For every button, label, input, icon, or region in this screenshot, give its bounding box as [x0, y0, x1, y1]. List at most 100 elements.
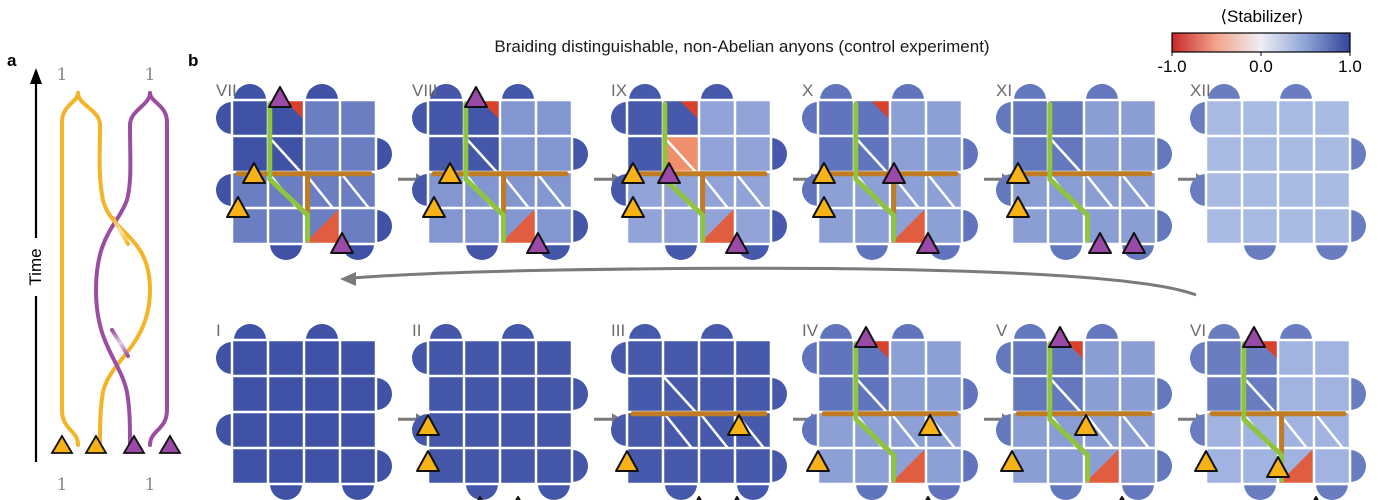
- purple-anyon-icon: [734, 496, 740, 500]
- plaquette: [1278, 100, 1314, 136]
- plaquette: [1048, 448, 1084, 484]
- green-string: [853, 101, 897, 243]
- purple-anyon-icon: [1313, 496, 1319, 500]
- boundary-stabilizer: [1350, 450, 1366, 482]
- boundary-stabilizer: [665, 484, 697, 500]
- boundary-stabilizer: [1316, 244, 1348, 260]
- plaquette: [536, 376, 572, 412]
- plaquette: [627, 340, 663, 376]
- plaquette: [1120, 340, 1156, 376]
- boundary-stabilizer: [572, 450, 588, 482]
- plaquette: [340, 340, 376, 376]
- boundary-stabilizer: [376, 378, 392, 410]
- boundary-stabilizer: [771, 450, 787, 482]
- boundary-stabilizer: [430, 84, 462, 100]
- boundary-stabilizer: [1190, 342, 1206, 374]
- plaquette: [340, 136, 376, 172]
- colorbar-label: ⟨Stabilizer⟩: [1220, 7, 1303, 26]
- boundary-stabilizer: [1244, 484, 1276, 500]
- time-arrowhead-icon: [30, 68, 42, 84]
- boundary-stabilizer: [1350, 378, 1366, 410]
- plaquette: [926, 136, 962, 172]
- plaquette: [1084, 376, 1120, 412]
- plaquette: [268, 448, 304, 484]
- plaquette: [854, 448, 890, 484]
- plaquette: [500, 448, 536, 484]
- plaquette: [536, 136, 572, 172]
- plaquette: [304, 376, 340, 412]
- boundary-stabilizer: [1190, 174, 1206, 206]
- plaquette: [464, 208, 500, 244]
- figure-title: Braiding distinguishable, non-Abelian an…: [494, 37, 989, 56]
- bottom-label-left: 1: [57, 475, 68, 495]
- plaquette: [232, 412, 268, 448]
- plaquette: [1314, 448, 1350, 484]
- yellow-anyon-icon: [242, 162, 266, 184]
- time-label: Time: [26, 248, 45, 285]
- plaquette: [1242, 172, 1278, 208]
- plaquette: [340, 412, 376, 448]
- plaquette: [1084, 136, 1120, 172]
- yellow-anyon-icon: [416, 450, 440, 472]
- boundary-stabilizer: [962, 450, 978, 482]
- boundary-stabilizer: [892, 84, 924, 100]
- frame-label: VII: [216, 81, 237, 100]
- yellow-anyon-icon: [1194, 450, 1218, 472]
- arrowhead-icon: [340, 272, 356, 286]
- yellow-anyon-icon: [438, 162, 462, 184]
- boundary-stabilizer: [1280, 324, 1312, 340]
- boundary-stabilizer: [996, 342, 1012, 374]
- plaquette: [428, 136, 464, 172]
- lattice-frame: X: [802, 81, 1012, 260]
- boundary-stabilizer: [701, 84, 733, 100]
- panel-b-letter: b: [188, 51, 198, 70]
- purple-worldline-right: [148, 91, 169, 447]
- frame-label: VIII: [412, 81, 438, 100]
- green-string: [267, 101, 311, 243]
- plaquette: [1278, 136, 1314, 172]
- purple-anyon-icon: [925, 496, 931, 500]
- plaquette: [1242, 136, 1278, 172]
- plaquette: [340, 100, 376, 136]
- boundary-stabilizer: [771, 138, 787, 170]
- yellow-anyon-icon: [226, 196, 250, 218]
- plaquette: [1206, 376, 1242, 412]
- purple-anyon-icon: [122, 434, 146, 454]
- boundary-stabilizer: [430, 324, 462, 340]
- purple-anyon-icon: [1088, 232, 1112, 254]
- plaquette: [268, 412, 304, 448]
- boundary-stabilizer: [466, 244, 498, 260]
- lattice-frame: IX: [611, 81, 821, 260]
- boundary-stabilizer: [1050, 244, 1082, 260]
- plaquette: [304, 448, 340, 484]
- plaquette: [818, 376, 854, 412]
- colorbar-gradient: [1171, 32, 1351, 53]
- yellow-anyon-icon: [416, 414, 440, 436]
- yellow-anyon-icon: [50, 434, 74, 454]
- yellow-anyon-icon: [621, 162, 645, 184]
- purple-anyon-icon: [158, 434, 182, 454]
- boundary-stabilizer: [1050, 484, 1082, 500]
- boundary-stabilizer: [928, 484, 960, 500]
- boundary-stabilizer: [1190, 414, 1206, 446]
- plaquette: [699, 448, 735, 484]
- yellow-anyon-icon: [84, 434, 108, 454]
- plaquette: [1314, 376, 1350, 412]
- plaquette: [232, 340, 268, 376]
- lattice-frame: VI: [1190, 321, 1366, 500]
- frame-label: IV: [802, 321, 819, 340]
- boundary-stabilizer: [996, 102, 1012, 134]
- plaquette: [1048, 100, 1084, 136]
- boundary-stabilizer: [1190, 102, 1206, 134]
- purple-anyon-icon: [696, 496, 702, 500]
- boundary-stabilizer: [1156, 378, 1172, 410]
- plaquette: [232, 100, 268, 136]
- plaquette: [735, 100, 771, 136]
- boundary-stabilizer: [962, 138, 978, 170]
- yellow-anyon-icon: [918, 414, 942, 436]
- plaquette: [1012, 340, 1048, 376]
- plaquette: [735, 376, 771, 412]
- panel-a: a Time 1 1 1 1: [7, 51, 182, 495]
- boundary-stabilizer: [270, 244, 302, 260]
- plaquette: [818, 412, 854, 448]
